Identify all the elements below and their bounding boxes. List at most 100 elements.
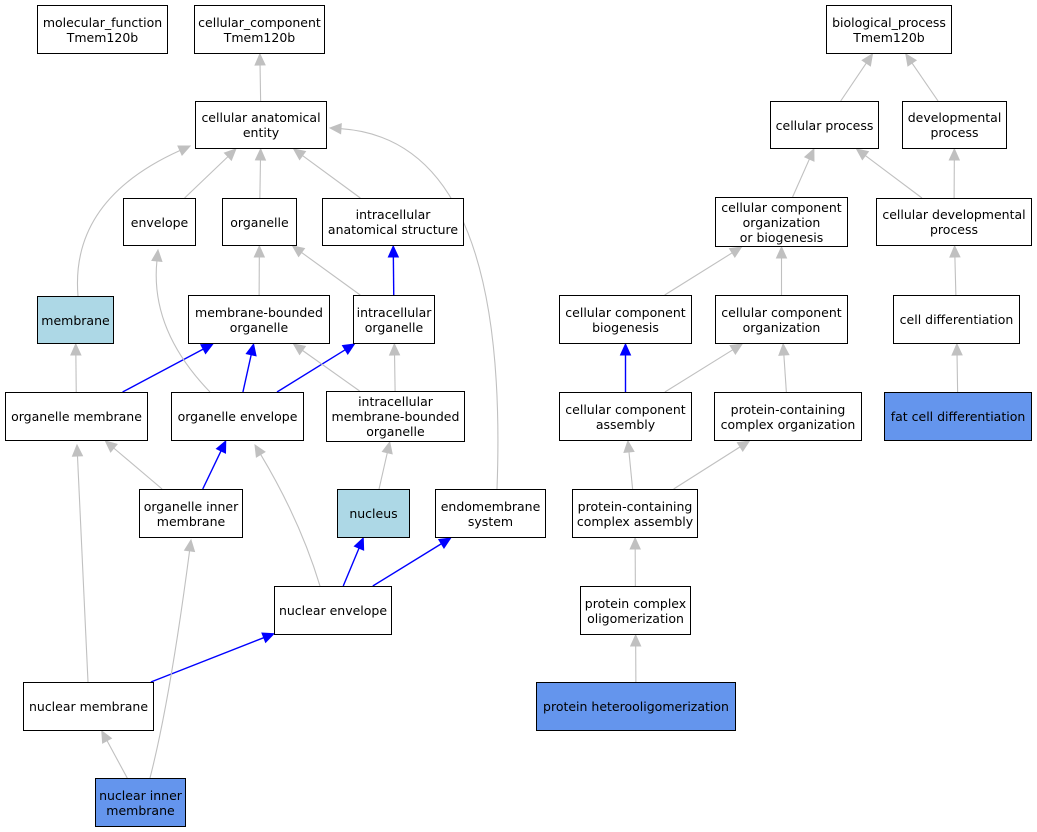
edge-cc-org-or-biogenesis-to-cellular-process (792, 158, 810, 198)
edge-developmental-process-to-biological-process (911, 62, 939, 102)
arrowhead-nuclear-membrane-to-nuclear-envelope (261, 632, 276, 644)
edge-nuclear-membrane-to-nuclear-envelope (150, 637, 265, 683)
arrowhead-protein-heterooligomerization-to-protein-complex-oligomerization (629, 633, 642, 647)
edge-protein-complex-assembly-to-protein-complex-organization (673, 446, 741, 490)
arrowhead-intracellular-mbo-to-intracellular-organelle (388, 342, 401, 356)
edge-cellular-developmental-process-to-cellular-process (865, 155, 923, 199)
arrowhead-organelle-to-cellular-anatomical-entity (254, 147, 267, 161)
node-organelle-membrane: organelle membrane (5, 392, 148, 441)
edge-nuclear-envelope-to-nucleus (342, 547, 360, 587)
edge-organelle-envelope-to-envelope (155, 260, 211, 393)
node-protein-complex-organization: protein-containing complex organization (714, 392, 862, 441)
node-fat-cell-differentiation: fat cell differentiation (884, 392, 1032, 441)
edge-cc-assembly-to-cc-organization (664, 349, 734, 393)
arrowhead-organelle-inner-membrane-to-organelle-membrane (104, 440, 118, 453)
node-endomembrane-system: endomembrane system (435, 489, 546, 538)
arrowhead-intracellular-organelle-to-organelle (291, 245, 306, 258)
node-cc-biogenesis: cellular component biogenesis (559, 295, 692, 344)
arrowhead-protein-complex-assembly-to-cc-assembly (623, 439, 635, 454)
node-cc-org-or-biogenesis: cellular component organization or bioge… (715, 197, 848, 247)
arrowhead-cell-differentiation-to-cellular-developmental-process (949, 244, 961, 258)
edge-nuclear-inner-membrane-to-organelle-inner-membrane (149, 550, 191, 779)
arrowhead-organelle-inner-membrane-to-organelle-envelope (215, 439, 227, 454)
node-cellular-process: cellular process (770, 101, 879, 149)
node-biological-process: biological_process Tmem120b (826, 5, 952, 54)
node-nuclear-envelope: nuclear envelope (274, 586, 392, 635)
edge-fat-cell-differentiation-to-cell-differentiation (956, 354, 959, 393)
arrowhead-cc-assembly-to-cc-biogenesis (619, 342, 632, 356)
arrowhead-endomembrane-system-to-cellular-anatomical-entity (328, 123, 342, 135)
node-organelle-envelope: organelle envelope (171, 392, 304, 441)
edge-nuclear-membrane-to-organelle-membrane (76, 455, 89, 683)
edge-organelle-membrane-to-membrane-bounded-organelle (122, 348, 204, 393)
edge-nuclear-envelope-to-endomembrane-system (372, 543, 442, 587)
edge-intracellular-organelle-to-organelle (301, 252, 361, 296)
edge-organelle-envelope-to-membrane-bounded-organelle (242, 354, 252, 393)
edge-intracellular-mbo-to-intracellular-organelle (393, 354, 396, 392)
arrowhead-nucleus-to-intracellular-mbo (381, 440, 393, 455)
node-cellular-anatomical-entity: cellular anatomical entity (195, 101, 327, 149)
arrowhead-developmental-process-to-biological-process (905, 53, 918, 67)
node-nucleus: nucleus (337, 489, 410, 538)
arrowhead-envelope-to-cellular-anatomical-entity (223, 148, 237, 162)
arrowhead-organelle-envelope-to-membrane-bounded-organelle (245, 342, 257, 357)
arrowhead-nuclear-membrane-to-organelle-membrane (71, 443, 84, 457)
node-protein-complex-assembly: protein-containing complex assembly (572, 489, 698, 538)
node-organelle-inner-membrane: organelle inner membrane (139, 489, 243, 538)
arrowhead-fat-cell-differentiation-to-cell-differentiation (951, 342, 963, 356)
edge-organelle-inner-membrane-to-organelle-membrane (113, 447, 163, 490)
edge-intracellular-anatomical-structure-to-cellular-anatomical-entity (302, 155, 361, 199)
arrowhead-nuclear-envelope-to-endomembrane-system (437, 537, 452, 549)
arrowhead-cc-assembly-to-cc-organization (729, 343, 744, 355)
edge-organelle-to-cellular-anatomical-entity (259, 159, 262, 199)
edge-nuclear-inner-membrane-to-nuclear-membrane (106, 740, 128, 779)
arrowhead-membrane-bounded-organelle-to-organelle (253, 244, 266, 258)
arrowhead-intracellular-organelle-to-intracellular-anatomical-structure (387, 244, 400, 258)
arrowhead-membrane-to-cellular-anatomical-entity (177, 145, 192, 156)
edge-protein-complex-assembly-to-cc-assembly (628, 451, 634, 490)
node-intracellular-mbo: intracellular membrane-bounded organelle (326, 391, 465, 442)
arrowhead-organelle-envelope-to-envelope (151, 248, 163, 263)
node-membrane-bounded-organelle: membrane-bounded organelle (188, 295, 330, 344)
node-envelope: envelope (123, 198, 196, 246)
arrowhead-nuclear-inner-membrane-to-organelle-inner-membrane (183, 538, 196, 553)
edge-nucleus-to-intracellular-mbo (378, 452, 388, 490)
edge-cell-differentiation-to-cellular-developmental-process (954, 256, 957, 296)
arrowhead-nuclear-envelope-to-nucleus (353, 536, 365, 551)
edge-cc-biogenesis-to-cc-org-or-biogenesis (664, 252, 733, 296)
node-intracellular-anatomical-structure: intracellular anatomical structure (322, 198, 464, 246)
node-cell-differentiation: cell differentiation (893, 295, 1020, 344)
node-membrane: membrane (37, 296, 114, 344)
edge-organelle-inner-membrane-to-organelle-envelope (202, 450, 222, 490)
edge-membrane-to-cellular-anatomical-entity (76, 150, 181, 297)
edge-endomembrane-system-to-cellular-anatomical-entity (340, 128, 499, 490)
node-cellular-component: cellular_component Tmem120b (194, 5, 325, 54)
arrowhead-organelle-envelope-to-intracellular-organelle (341, 343, 356, 355)
arrowhead-organelle-membrane-to-membrane (70, 342, 82, 356)
arrowhead-cellular-anatomical-entity-to-cellular-component (254, 52, 266, 66)
arrowhead-cc-biogenesis-to-cc-org-or-biogenesis (728, 246, 743, 258)
node-developmental-process: developmental process (902, 101, 1007, 149)
arrowhead-nuclear-inner-membrane-to-nuclear-membrane (101, 729, 113, 744)
node-nuclear-inner-membrane: nuclear inner membrane (95, 778, 186, 827)
arrowhead-nuclear-envelope-to-organelle-envelope (254, 443, 266, 458)
arrowhead-cc-org-or-biogenesis-to-cellular-process (803, 147, 815, 162)
node-cc-organization: cellular component organization (715, 295, 848, 344)
arrowhead-intracellular-mbo-to-membrane-bounded-organelle (292, 343, 307, 356)
node-protein-heterooligomerization: protein heterooligomerization (536, 682, 736, 731)
edge-organelle-envelope-to-intracellular-organelle (276, 349, 346, 393)
arrowhead-organelle-membrane-to-membrane-bounded-organelle (200, 343, 214, 355)
node-intracellular-organelle: intracellular organelle (353, 295, 435, 344)
node-protein-complex-oligomerization: protein complex oligomerization (580, 586, 691, 635)
arrowhead-cellular-process-to-biological-process (861, 52, 874, 67)
node-cellular-developmental-process: cellular developmental process (876, 198, 1032, 246)
edge-intracellular-mbo-to-membrane-bounded-organelle (302, 349, 360, 392)
arrowhead-protein-complex-organization-to-cc-organization (778, 342, 790, 356)
node-molecular-function: molecular_function Tmem120b (37, 5, 168, 54)
edge-envelope-to-cellular-anatomical-entity (184, 156, 229, 199)
arrowhead-cellular-developmental-process-to-developmental-process (948, 147, 961, 161)
node-cc-assembly: cellular component assembly (559, 392, 692, 441)
edge-cellular-process-to-biological-process (840, 62, 867, 102)
